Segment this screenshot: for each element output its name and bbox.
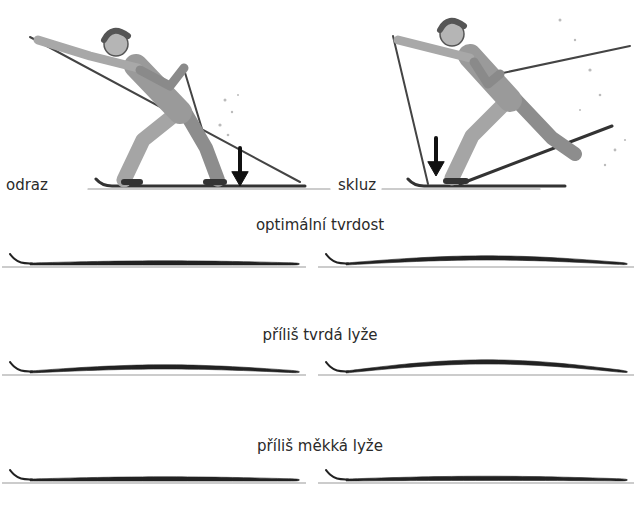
ground-line [318,266,634,267]
ground-line [2,266,306,267]
ski-tip [326,362,348,372]
ski-tip [10,470,32,480]
ski-tip [10,362,32,372]
ski-profile [346,476,628,481]
force-arrow-head [232,172,248,186]
leg [124,112,178,180]
ski-profile [30,477,300,481]
ground-line [88,188,330,189]
force-arrow-head [428,162,444,176]
snow-spray [218,94,239,136]
ground-line [318,482,634,483]
ski-tip [326,470,348,480]
leg [516,100,575,154]
ski [408,179,565,186]
ski-profile [346,360,628,373]
ground-line [318,374,634,375]
snow-spray [559,19,627,167]
pole [30,37,300,182]
ski-profile [30,261,300,265]
ski-profile [30,365,300,373]
arm [140,68,184,86]
ski [96,179,305,186]
row-label: příliš měkká lyže [257,437,383,455]
ski-tip [326,254,348,264]
leg [185,112,218,180]
leg [452,100,508,178]
phase-label: odraz [6,176,48,194]
row-label: příliš tvrdá lyže [262,326,377,344]
arm [474,62,500,84]
pole [498,46,630,74]
boot [446,178,466,184]
phase-label: skluz [338,176,376,194]
ground-line [382,188,540,189]
torso [470,56,510,100]
row-label: optimální tvrdost [256,216,384,234]
pole [393,36,428,184]
ground-line [2,374,306,375]
boot [124,179,224,185]
ski-profile [346,256,628,265]
pole [183,66,218,182]
ground-line [2,482,306,483]
ski-tip [10,254,32,264]
hat [104,31,128,40]
hat [440,21,464,30]
